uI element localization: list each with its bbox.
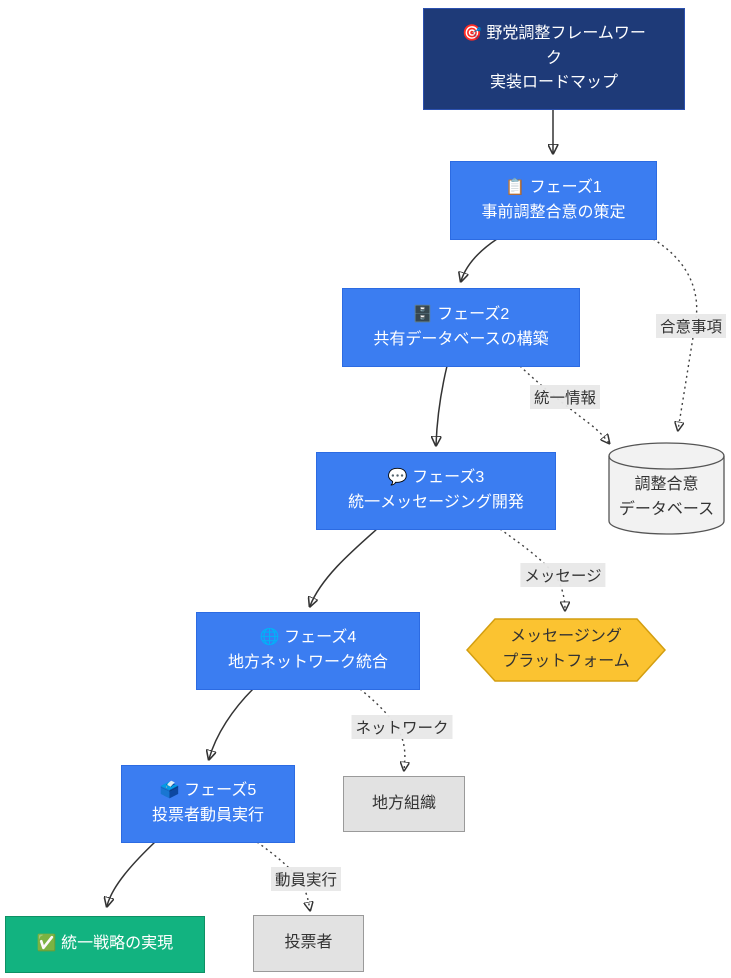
edge-label-agreement-items: 合意事項 [655,314,727,338]
edge-label-message: メッセージ [520,563,606,587]
node-phase1: 📋 フェーズ1 事前調整合意の策定 [450,161,657,240]
node-roadmap-title-label: 🎯 野党調整フレームワー ク 実装ロードマップ [462,24,646,92]
edge-phase5-voters [256,841,310,910]
node-phase3: 💬 フェーズ3 統一メッセージング開発 [316,452,556,530]
node-local-orgs-label: 地方組織 [371,794,436,812]
node-phase1-label: 📋 フェーズ1 事前調整合意の策定 [481,178,626,221]
node-goal-label: ✅ 統一戦略の実現 [36,935,174,953]
edge-label-network: ネットワーク [351,715,453,739]
node-database: 調整合意 データベース [608,442,725,535]
node-platform-label: メッセージング プラットフォーム [502,628,630,670]
node-phase2: 🗄️ フェーズ2 共有データベースの構築 [342,288,580,367]
database-cylinder-shape [608,442,725,535]
edge-phase4-localorgs [359,688,405,770]
edge-label-mobilization: 動員実行 [270,867,342,891]
node-voters-label: 投票者 [284,934,333,952]
node-goal: ✅ 統一戦略の実現 [5,916,205,973]
platform-hexagon-shape [466,618,666,682]
node-roadmap-title: 🎯 野党調整フレームワー ク 実装ロードマップ [423,8,685,110]
node-phase5: 🗳️ フェーズ5 投票者動員実行 [121,765,295,843]
node-database-label: 調整合意 データベース [618,475,715,518]
node-phase4-label: 🌐 フェーズ4 地方ネットワーク統合 [227,629,388,671]
edge-phase3-phase4 [310,528,378,606]
node-phase3-label: 💬 フェーズ3 統一メッセージング開発 [348,469,524,511]
edge-phase4-phase5 [209,688,254,759]
node-local-orgs: 地方組織 [343,776,465,832]
node-voters: 投票者 [253,915,364,972]
edge-label-unified-info: 統一情報 [529,385,601,409]
edge-phase5-goal [107,841,156,906]
node-phase4: 🌐 フェーズ4 地方ネットワーク統合 [196,612,420,690]
node-phase2-label: 🗄️ フェーズ2 共有データベースの構築 [373,305,549,348]
edge-phase1-phase2 [461,238,498,281]
node-phase5-label: 🗳️ フェーズ5 投票者動員実行 [151,782,264,824]
edge-phase2-phase3 [436,365,448,445]
edge-phase2-database [519,365,609,443]
node-platform: メッセージング プラットフォーム [466,618,666,682]
